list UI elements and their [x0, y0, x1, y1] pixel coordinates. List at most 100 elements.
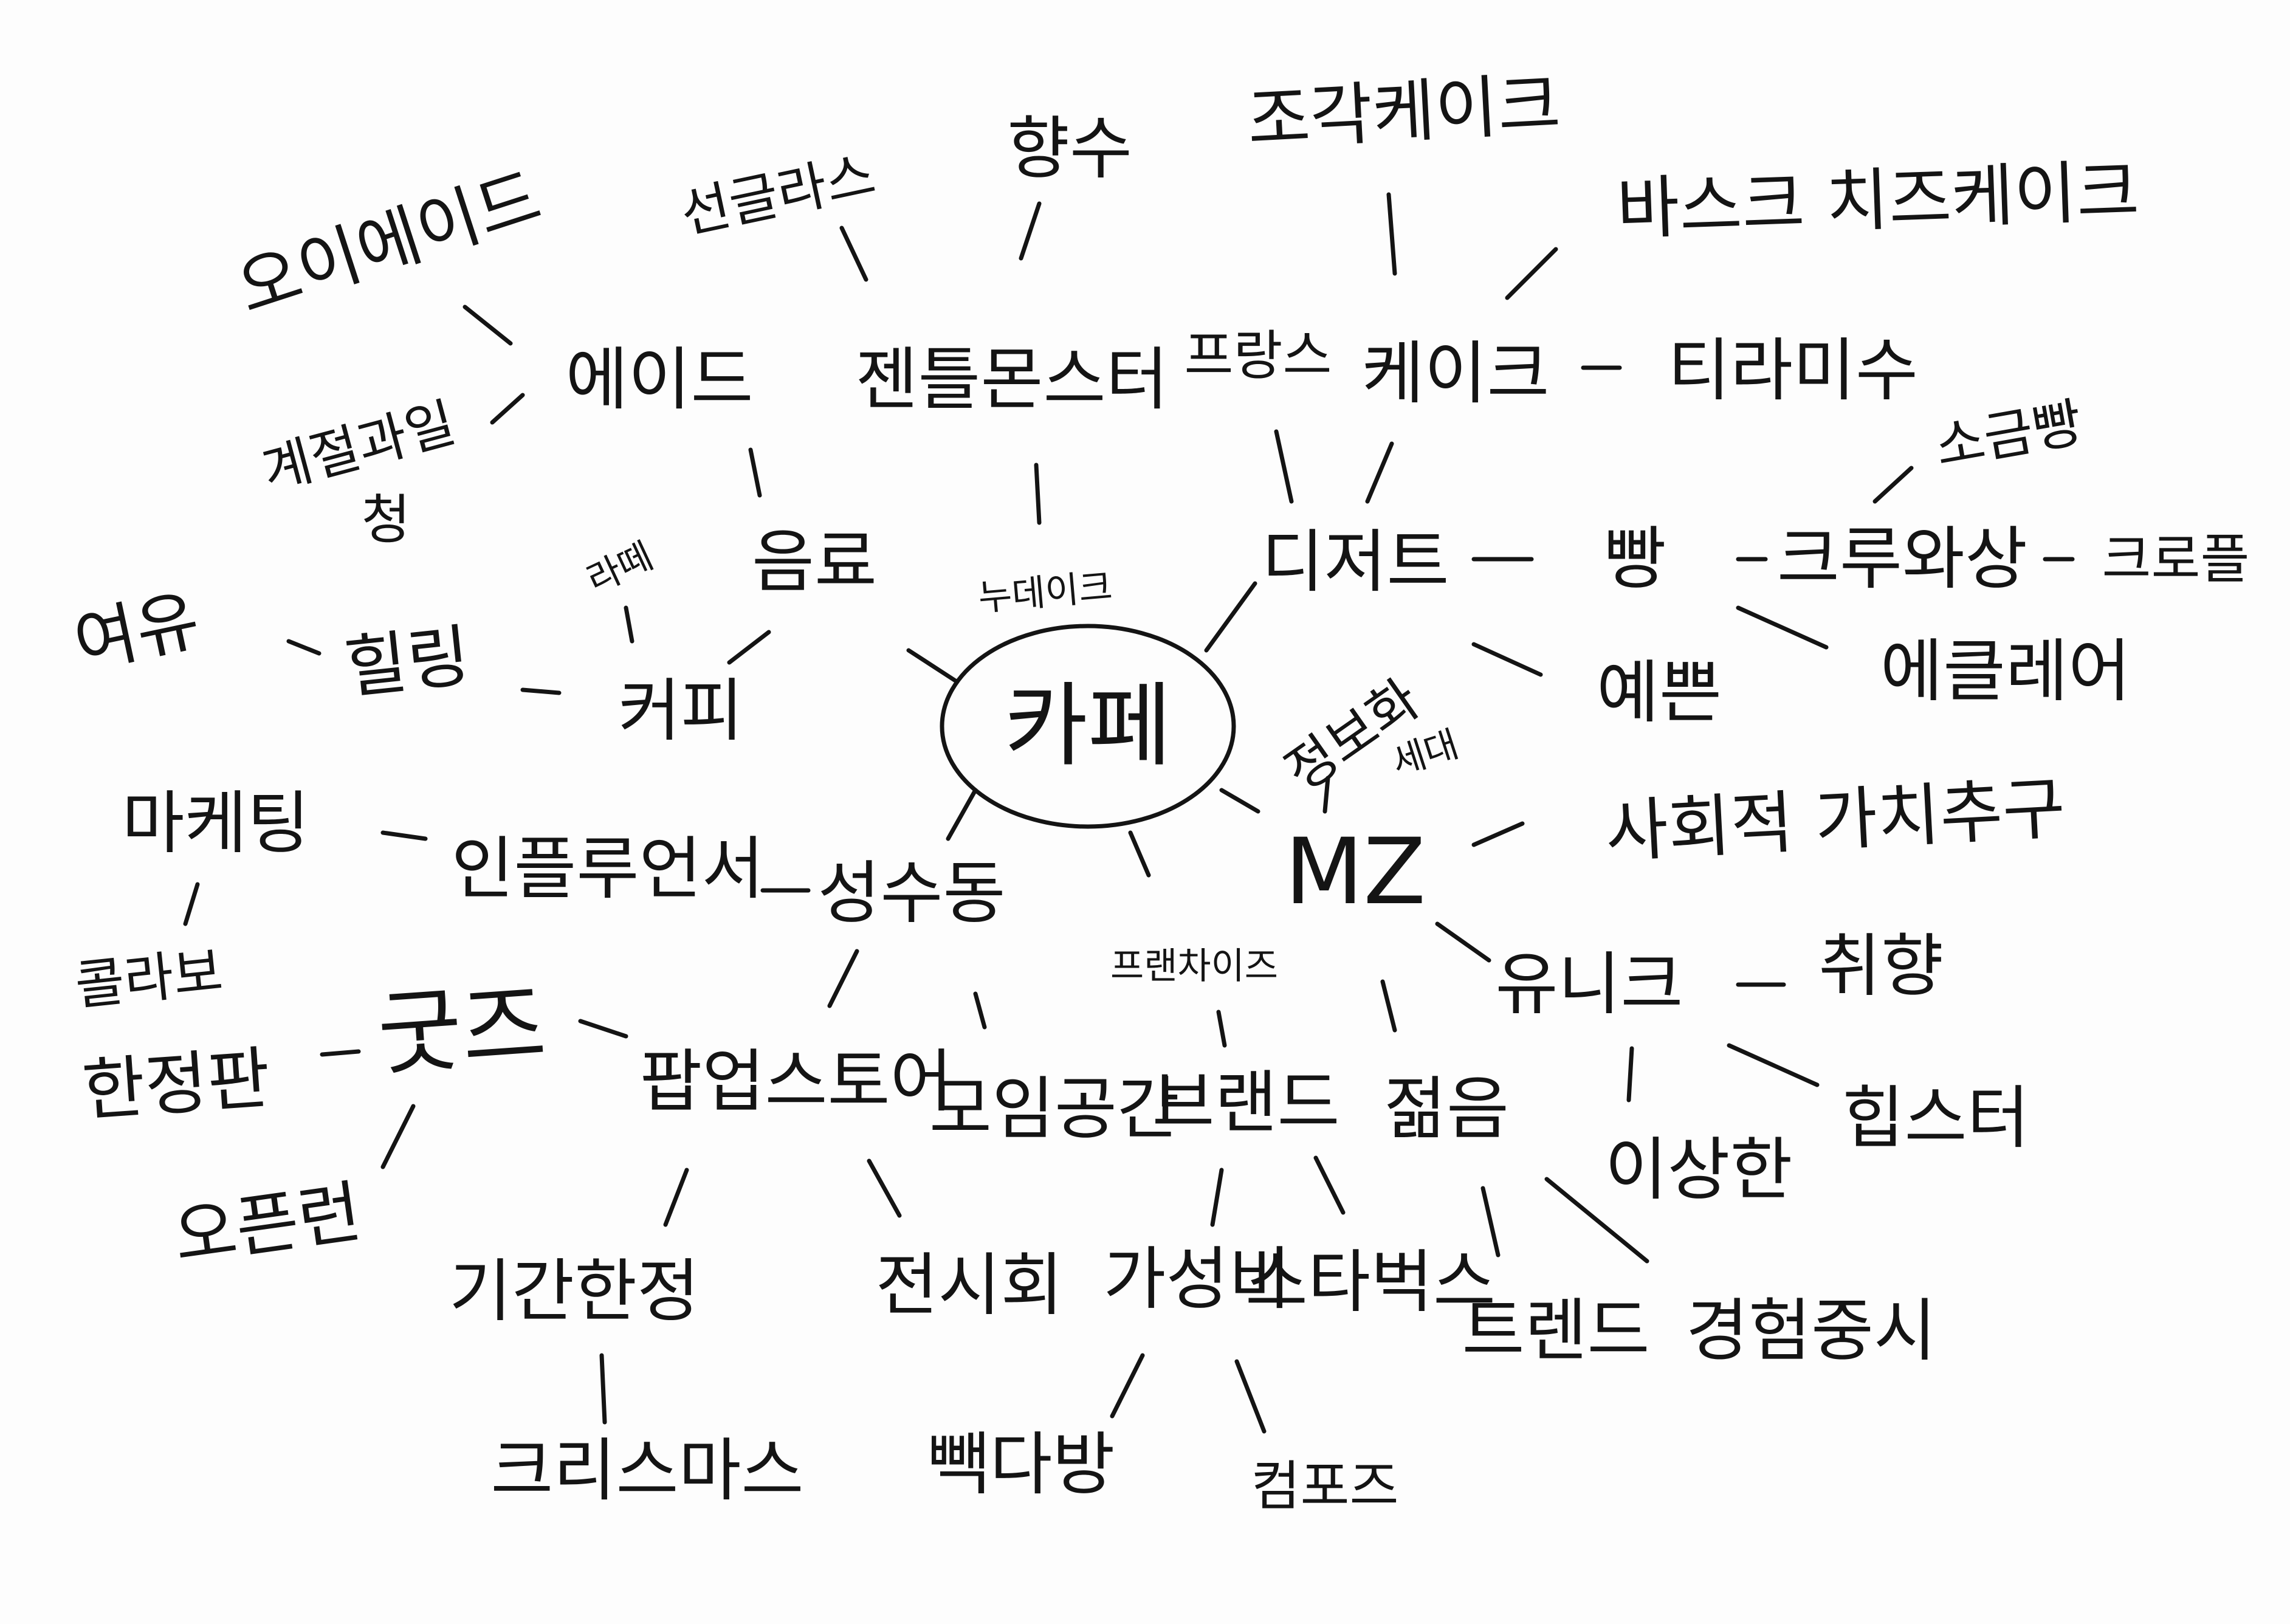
word-croffle: 크로플	[2102, 528, 2250, 591]
link-seasonal	[490, 393, 525, 425]
link-experience	[1544, 1177, 1649, 1264]
link-value	[1210, 1168, 1224, 1227]
link-exhibition	[867, 1158, 902, 1218]
word-trend: 트렌드	[1462, 1292, 1649, 1371]
link-unique	[1435, 921, 1491, 963]
link-drink-center	[906, 648, 958, 683]
word-limited-time: 기간한정	[449, 1252, 700, 1331]
link-pretty	[1471, 642, 1543, 677]
word-seongsu: 성수동	[817, 854, 1005, 933]
link-openrun	[380, 1104, 416, 1169]
link-meeting	[973, 991, 987, 1030]
link-paik	[1110, 1353, 1145, 1419]
word-seasonal-1: 계절과일	[255, 391, 461, 502]
word-weird: 이상한	[1604, 1130, 1792, 1209]
word-basque: 바스크 치즈케이크	[1615, 152, 2140, 249]
word-meeting: 모임공간	[929, 1070, 1180, 1149]
link-sculpt	[1386, 192, 1397, 276]
link-collab	[183, 882, 200, 926]
link-generation	[1219, 788, 1260, 814]
link-limited	[320, 1049, 361, 1057]
word-exhibition: 전시회	[875, 1246, 1063, 1325]
mind-map-words: 오이에이드 선글라스 향수 조각케이크 바스크 치즈케이크 에이드 젠틀몬스터 …	[67, 65, 2250, 1518]
word-bread: 빵	[1603, 520, 1666, 599]
link-christmas	[599, 1353, 607, 1425]
word-salt-bread: 소금빵	[1930, 391, 2086, 478]
link-limited-time	[663, 1168, 689, 1227]
link-france	[1274, 429, 1294, 504]
link-trend	[1480, 1186, 1501, 1258]
word-pretty: 예쁜	[1597, 653, 1722, 732]
word-oi-ade: 오이에이드	[228, 157, 550, 329]
link-marketing	[380, 830, 428, 841]
link-eclair	[1736, 605, 1829, 650]
word-sunglass: 선글라스	[675, 143, 881, 246]
center-word: 카페	[1004, 673, 1172, 779]
word-taste: 취향	[1818, 927, 1944, 1006]
word-drink: 음료	[752, 523, 877, 602]
word-compose: 컴포즈	[1251, 1455, 1399, 1518]
word-perfume: 향수	[1007, 109, 1132, 188]
word-cake: 케이크	[1361, 334, 1549, 413]
link-popup-seongsu	[827, 949, 859, 1008]
word-croissant: 크루와상	[1777, 520, 2027, 599]
word-popup: 팝업스토어	[639, 1042, 952, 1121]
link-ade-drink	[748, 447, 762, 498]
word-nudake: 누데이크	[977, 566, 1114, 620]
word-tiramisu: 티라미수	[1668, 331, 1918, 410]
link-perfume	[1019, 201, 1042, 261]
word-leisure: 여유	[67, 580, 207, 684]
word-sculpt-cake: 조각케이크	[1245, 65, 1562, 160]
link-goods-popup	[578, 1019, 628, 1039]
word-seasonal-2: 청	[362, 489, 411, 551]
link-basque	[1505, 247, 1558, 300]
link-salt-bread	[1872, 466, 1914, 504]
word-france: 프랑스	[1185, 325, 1332, 387]
connector-lines	[183, 192, 2075, 1434]
word-hipster: 힙스터	[1841, 1079, 2029, 1158]
link-brand-center	[1128, 830, 1151, 878]
word-christmas: 크리스마스	[490, 1431, 803, 1510]
link-cake-dessert	[1365, 441, 1394, 504]
link-coffee-drink	[727, 630, 771, 665]
link-leisure	[286, 639, 321, 656]
center-circle	[940, 624, 1236, 829]
link-starbucks	[1313, 1155, 1346, 1215]
word-coffee: 커피	[618, 672, 743, 751]
word-influencer: 인플루언서	[451, 830, 764, 909]
word-value: 가성비	[1103, 1240, 1291, 1319]
word-starbucks: 스타벅스	[1245, 1243, 1496, 1322]
word-healing: 힐링	[341, 617, 474, 709]
link-sunglass	[839, 225, 868, 282]
word-goods: 굿즈	[374, 972, 549, 1089]
link-compose	[1234, 1359, 1267, 1434]
word-dessert: 디저트	[1261, 523, 1449, 602]
word-digital: 정보화	[1274, 667, 1431, 803]
word-youth: 젊음	[1384, 1070, 1509, 1149]
word-limited: 한정판	[80, 1039, 272, 1130]
link-social	[1471, 821, 1525, 847]
word-eclair: 에클레어	[1880, 632, 2131, 711]
word-franchise: 프랜차이즈	[1110, 945, 1278, 988]
word-unique: 유니크	[1495, 945, 1683, 1024]
link-healing	[520, 687, 562, 695]
word-latte: 라떼	[580, 535, 659, 602]
word-paik: 빽다방	[927, 1425, 1115, 1504]
word-experience: 경험중시	[1686, 1292, 1936, 1371]
word-marketing: 마케팅	[122, 784, 309, 863]
word-brand: 브랜드	[1152, 1064, 1339, 1143]
word-openrun: 오픈런	[169, 1172, 366, 1277]
link-nudake	[1034, 463, 1042, 525]
link-hipster	[1727, 1043, 1820, 1087]
link-digital-mz	[1322, 776, 1330, 814]
word-collab: 콜라보	[72, 940, 225, 1017]
word-gentle: 젠틀몬스터	[855, 340, 1168, 419]
link-oi-ade	[462, 304, 513, 346]
link-seongsu-center	[946, 788, 978, 841]
word-ade: 에이드	[565, 340, 753, 419]
link-dessert-center	[1204, 581, 1257, 653]
link-weird	[1626, 1046, 1634, 1103]
word-social: 사회적 가치추구	[1604, 769, 2068, 872]
link-latte	[624, 605, 634, 644]
